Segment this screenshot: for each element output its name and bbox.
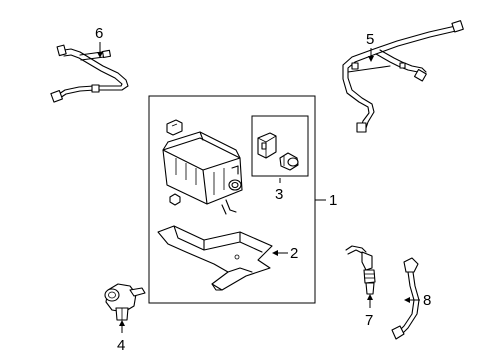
callout-8: 8 xyxy=(404,292,431,309)
purge-valve-4 xyxy=(104,283,146,321)
callout-5: 5 xyxy=(366,31,374,62)
vent-valve-3 xyxy=(257,132,299,171)
callout-6: 6 xyxy=(95,25,103,58)
sensor-7 xyxy=(345,245,376,295)
svg-text:1: 1 xyxy=(329,192,337,209)
evap-canister xyxy=(162,119,243,215)
callout-2: 2 xyxy=(272,245,298,262)
svg-text:6: 6 xyxy=(95,25,103,42)
callout-3: 3 xyxy=(275,178,283,203)
sensor-harness-8 xyxy=(391,257,420,340)
callout-4: 4 xyxy=(117,320,125,354)
callout-1: 1 xyxy=(315,192,337,209)
svg-text:8: 8 xyxy=(423,292,431,309)
vapor-hose-5 xyxy=(342,20,464,133)
svg-text:4: 4 xyxy=(117,337,125,354)
svg-text:5: 5 xyxy=(366,31,374,48)
vapor-hose-6 xyxy=(50,44,129,103)
callout-7: 7 xyxy=(365,294,373,329)
svg-text:3: 3 xyxy=(275,186,283,203)
sub-frame-3 xyxy=(251,115,309,177)
canister-bracket-2 xyxy=(157,225,273,291)
svg-text:7: 7 xyxy=(365,312,373,329)
svg-text:2: 2 xyxy=(290,245,298,262)
